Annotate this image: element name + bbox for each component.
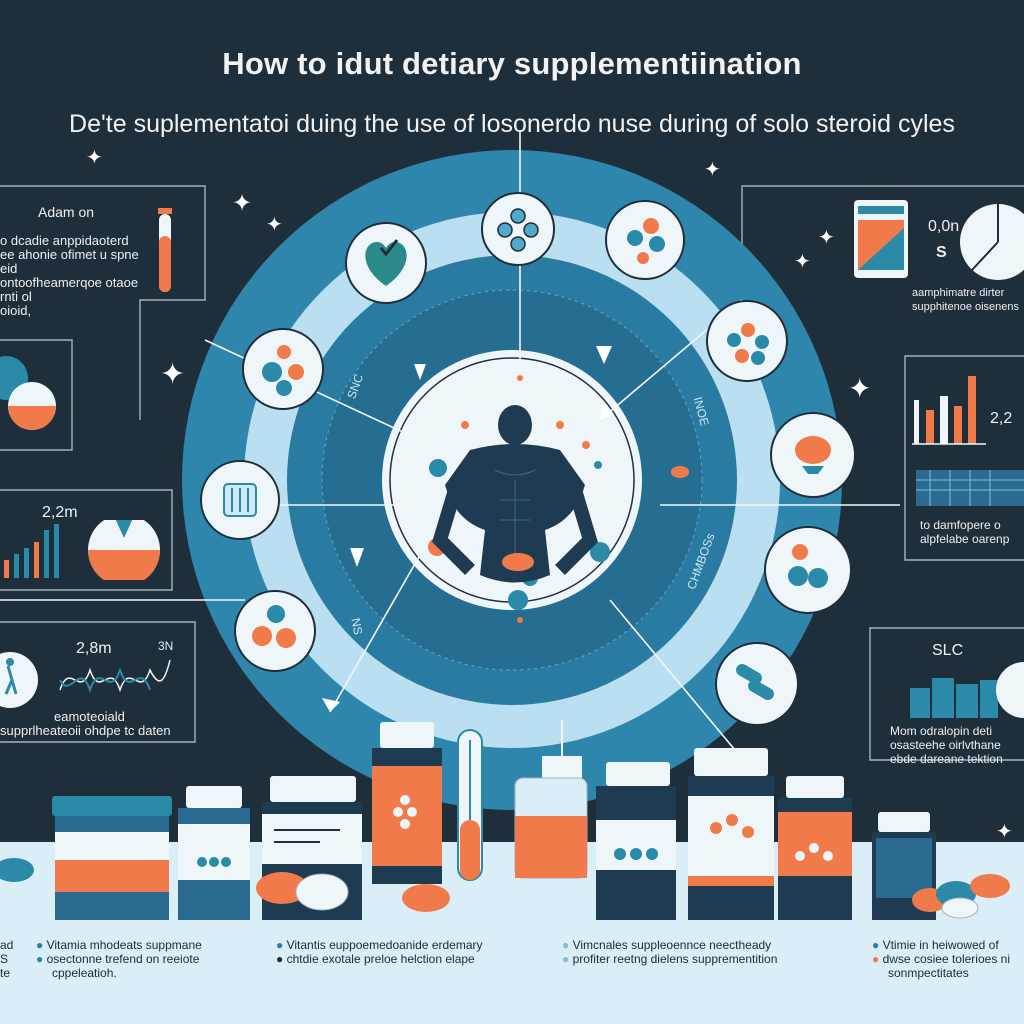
caption-4: ● Vimcnales suppleoennce neectheady ● pr… xyxy=(562,938,778,966)
bottle xyxy=(372,722,442,884)
pie-icon xyxy=(0,356,56,430)
bullet-icon: ● xyxy=(36,952,44,966)
left-bottom-text: eamoteoiald supprlheateoii ohdpe tc date… xyxy=(0,709,171,738)
left-top-panel-outline xyxy=(0,185,206,420)
bar-chart-icon xyxy=(4,520,160,580)
arrow-icon xyxy=(600,404,614,420)
capsules-icon xyxy=(727,323,769,365)
box-icon xyxy=(223,483,257,517)
phone-chart-icon xyxy=(854,200,1024,280)
star-icon: ✦ xyxy=(160,358,186,391)
right-top-value: 0,0n xyxy=(928,218,960,235)
left-circle-outline xyxy=(0,339,73,451)
mixed-pills-icon-circle xyxy=(242,328,324,410)
left-bottom-value-2: 3N xyxy=(158,639,174,653)
tablets-icon-circle xyxy=(764,526,852,614)
caption-2: ● Vitamia mhodeats suppmane ● osectonne … xyxy=(36,938,202,980)
star-icon: ✦ xyxy=(818,227,835,249)
bottle xyxy=(688,748,774,920)
bullet-icon: ● xyxy=(562,952,570,966)
bullet-icon: ● xyxy=(872,952,880,966)
bar-chart-icon xyxy=(912,376,1024,506)
arrow-icon xyxy=(322,698,340,712)
right-bottom-text: Mom odralopin deti osasteehe oirlvthane … xyxy=(890,724,1003,766)
right-mid-text: to damfopere o alpfelabe oarenp xyxy=(920,518,1010,546)
wave-chart-icon xyxy=(0,652,171,708)
molecule-icon xyxy=(497,208,539,252)
page-subtitle: De'te suplementatoi duing the use of los… xyxy=(69,110,955,138)
right-mid-panel-outline xyxy=(904,355,1024,561)
capsule-pair-icon-circle xyxy=(715,642,799,726)
arrow-icon xyxy=(350,548,364,567)
caption-1: ad S te xyxy=(0,938,14,980)
bottom-band xyxy=(0,842,1024,1024)
star-icon: ✦ xyxy=(704,159,721,181)
supplement-box-icon-circle xyxy=(200,460,280,540)
star-icon: ✦ xyxy=(794,251,811,273)
bullet-icon: ● xyxy=(276,938,284,952)
right-top-value-2: S xyxy=(936,244,947,261)
bottle xyxy=(178,786,250,920)
star-icon: ✦ xyxy=(232,190,253,217)
pills-icon-circle xyxy=(605,200,685,280)
left-mid-value: 2,2m xyxy=(42,504,78,521)
building-chart-icon xyxy=(910,662,1024,718)
bullet-icon: ● xyxy=(872,938,880,952)
tablets-icon xyxy=(788,544,828,588)
bottle xyxy=(872,812,936,920)
bottle xyxy=(778,776,852,920)
left-mid-panel-outline xyxy=(0,489,173,591)
bullet-icon: ● xyxy=(562,938,570,952)
capsules-icon-circle xyxy=(706,300,788,382)
brain-icon-circle xyxy=(770,412,856,498)
star-icon: ✦ xyxy=(86,147,103,169)
star-icon: ✦ xyxy=(848,373,872,404)
right-top-text: aamphimatre dirter supphitenoe oisenens xyxy=(912,287,1020,313)
caption-3: ● Vitantis euppoemedoanide erdemary ● ch… xyxy=(276,938,483,966)
vial xyxy=(514,720,588,879)
arrow-icon xyxy=(596,346,612,364)
pills-icon xyxy=(262,345,304,396)
heart-icon xyxy=(365,239,407,286)
supplement-bottles xyxy=(0,720,1010,920)
star-icon: ✦ xyxy=(996,821,1013,843)
pills-icon xyxy=(252,605,296,648)
pill-cluster-icon-circle xyxy=(234,590,316,672)
left-top-panel-heading: Adam on xyxy=(38,204,95,220)
right-mid-value: 2,2 xyxy=(990,410,1013,427)
page-title: How to idut detiary supplementiination xyxy=(222,46,802,81)
test-tube xyxy=(457,729,483,881)
capsule-icon xyxy=(736,664,774,700)
right-bottom-value: SLC xyxy=(932,642,964,659)
brain-icon xyxy=(795,436,831,474)
bullet-icon: ● xyxy=(276,952,284,966)
left-top-panel-text: o dcadie anppidaoterd ee ahonie ofimet u… xyxy=(0,233,139,318)
bottle xyxy=(596,762,676,920)
caption-5: ● Vtimie in heiwowed of ● dwse cosiee to… xyxy=(872,938,1010,980)
pills-icon xyxy=(627,218,665,264)
molecule-icon-circle xyxy=(481,192,555,266)
arrow-icon xyxy=(414,364,426,380)
bullet-icon: ● xyxy=(36,938,44,952)
test-tube-icon xyxy=(158,208,172,292)
bottle xyxy=(52,796,172,920)
right-bottom-panel-outline xyxy=(869,627,1024,761)
heart-check-icon-circle xyxy=(345,222,427,304)
left-bottom-value: 2,8m xyxy=(76,640,112,657)
ring-label-bottom-left: NS xyxy=(348,616,366,636)
left-bottom-panel-outline xyxy=(0,621,196,743)
star-icon: ✦ xyxy=(266,214,283,236)
bodybuilder-figure xyxy=(432,405,598,583)
